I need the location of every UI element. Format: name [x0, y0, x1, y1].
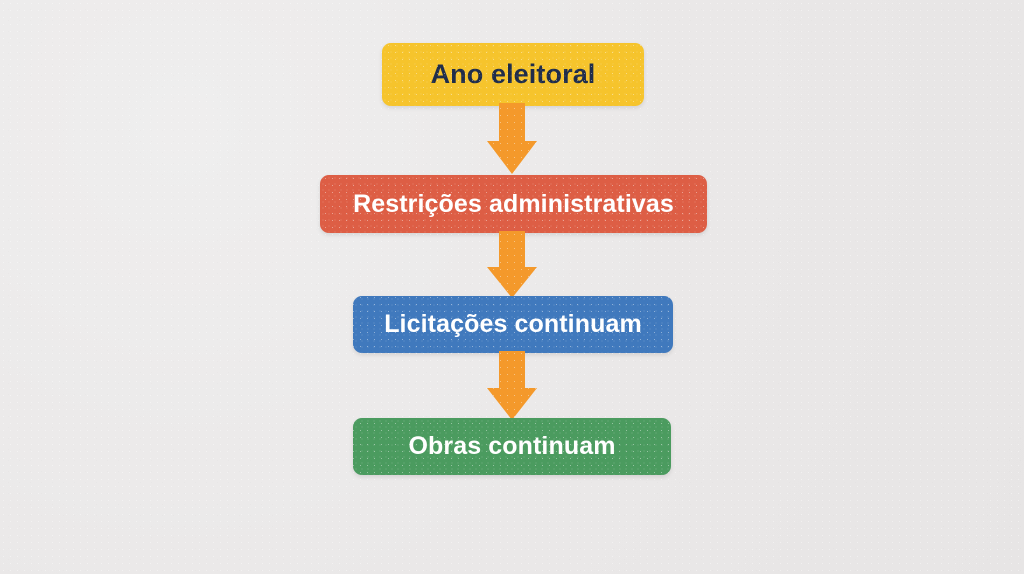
down-arrow-icon [487, 351, 537, 420]
flow-node-label: Licitações continuam [384, 310, 642, 338]
flow-node-licitacoes-continuam[interactable]: Licitações continuam [353, 296, 673, 353]
flow-node-label: Restrições administrativas [353, 189, 674, 218]
flow-node-label: Obras continuam [408, 432, 616, 460]
down-arrow-icon [487, 103, 537, 174]
flow-node-obras-continuam[interactable]: Obras continuam [353, 418, 671, 475]
flow-node-ano-eleitoral[interactable]: Ano eleitoral [382, 43, 644, 106]
flow-node-label: Ano eleitoral [430, 59, 596, 89]
down-arrow-icon [487, 231, 537, 298]
flow-node-restricoes-administrativas[interactable]: Restrições administrativas [320, 175, 707, 233]
